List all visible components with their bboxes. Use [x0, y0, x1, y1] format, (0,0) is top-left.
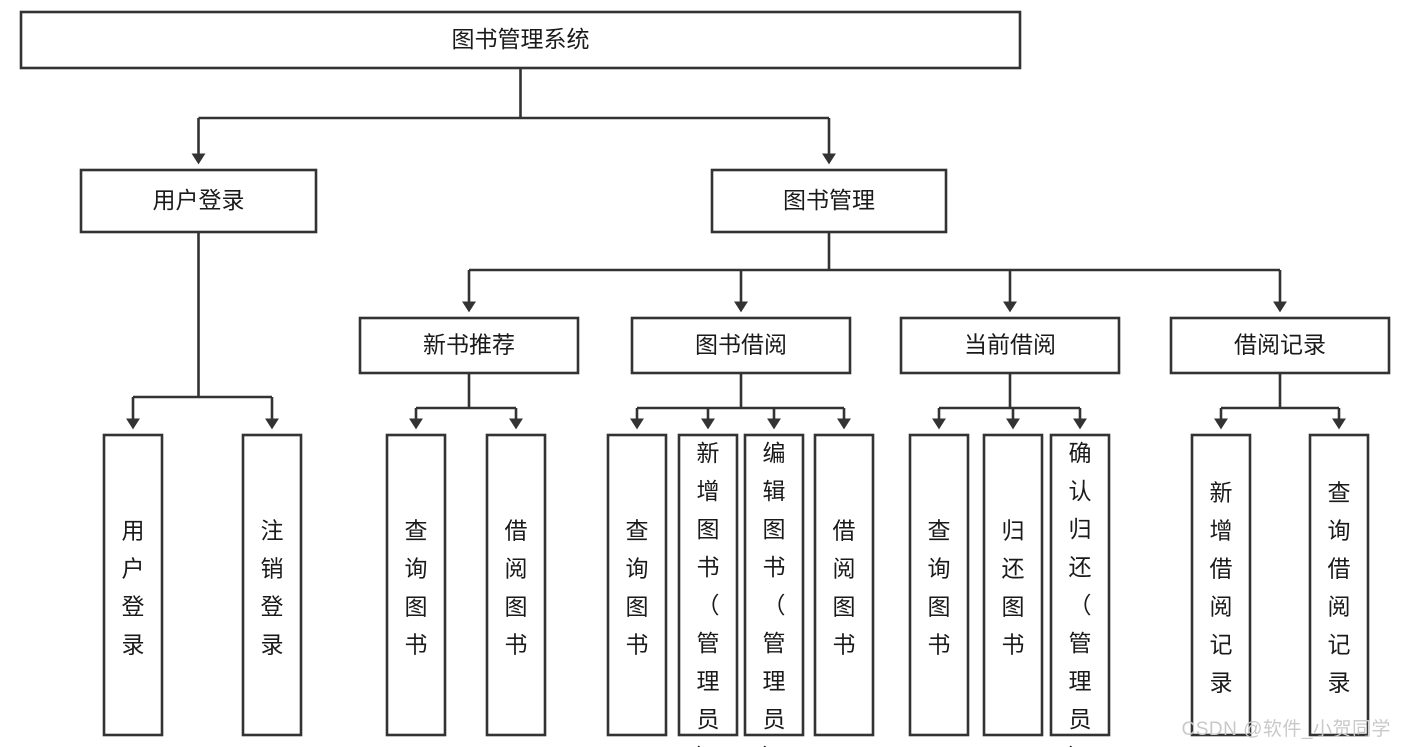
node-label-leaf-return-book: 归还图书 [1002, 518, 1025, 658]
node-label-new-book-recommend: 新书推荐 [423, 332, 515, 358]
node-label-book-borrow: 图书借阅 [695, 332, 787, 358]
node-box-leaf-logout[interactable] [241, 433, 303, 737]
node-label-root: 图书管理系统 [452, 26, 590, 52]
node-box-new-book-recommend[interactable] [358, 316, 580, 375]
node-label-book-manage: 图书管理 [783, 187, 875, 213]
node-label-leaf-user-login: 用户登录 [122, 518, 145, 658]
node-label-leaf-edit-book: 编辑图书（管理员） [763, 440, 786, 747]
node-box-leaf-query-book-borrow[interactable] [606, 433, 668, 737]
node-box-leaf-query-book-current[interactable] [908, 433, 970, 737]
node-label-current-borrow: 当前借阅 [964, 332, 1056, 358]
node-label-leaf-query-borrow-record: 查询借阅记录 [1328, 480, 1351, 696]
node-box-leaf-confirm-return[interactable] [1049, 433, 1111, 737]
node-label-leaf-query-book-new: 查询图书 [405, 518, 428, 658]
node-box-root[interactable] [19, 10, 1022, 70]
node-label-borrow-record: 借阅记录 [1234, 332, 1326, 358]
node-box-leaf-borrow-book-new[interactable] [485, 433, 547, 737]
node-labels: 图书管理系统用户登录图书管理新书推荐图书借阅当前借阅借阅记录用户登录注销登录查询… [122, 26, 1351, 747]
node-box-leaf-query-book-new[interactable] [385, 433, 447, 737]
node-box-leaf-add-borrow-record[interactable] [1190, 433, 1252, 737]
node-box-user-login[interactable] [79, 168, 318, 234]
node-box-leaf-query-borrow-record[interactable] [1308, 433, 1370, 737]
node-label-leaf-borrow-book: 借阅图书 [833, 518, 856, 658]
node-box-borrow-record[interactable] [1169, 316, 1391, 375]
node-label-leaf-borrow-book-new: 借阅图书 [505, 518, 528, 658]
node-box-leaf-add-book[interactable] [677, 433, 739, 737]
node-label-user-login: 用户登录 [153, 187, 245, 213]
node-label-leaf-add-book: 新增图书（管理员） [697, 440, 720, 747]
node-label-leaf-logout: 注销登录 [261, 518, 284, 658]
node-box-current-borrow[interactable] [899, 316, 1121, 375]
node-label-leaf-add-borrow-record: 新增借阅记录 [1210, 480, 1233, 696]
node-label-leaf-confirm-return: 确认归还（管理员） [1069, 440, 1092, 747]
node-boxes [19, 10, 1391, 737]
node-box-book-manage[interactable] [710, 168, 948, 234]
node-label-leaf-query-book-current: 查询图书 [928, 518, 951, 658]
connector-lines [126, 68, 1346, 430]
node-box-leaf-borrow-book[interactable] [813, 433, 875, 737]
node-box-leaf-return-book[interactable] [982, 433, 1044, 737]
node-box-book-borrow[interactable] [630, 316, 852, 375]
node-label-leaf-query-book-borrow: 查询图书 [626, 518, 649, 658]
node-box-leaf-user-login[interactable] [102, 433, 164, 737]
node-box-leaf-edit-book[interactable] [743, 433, 805, 737]
